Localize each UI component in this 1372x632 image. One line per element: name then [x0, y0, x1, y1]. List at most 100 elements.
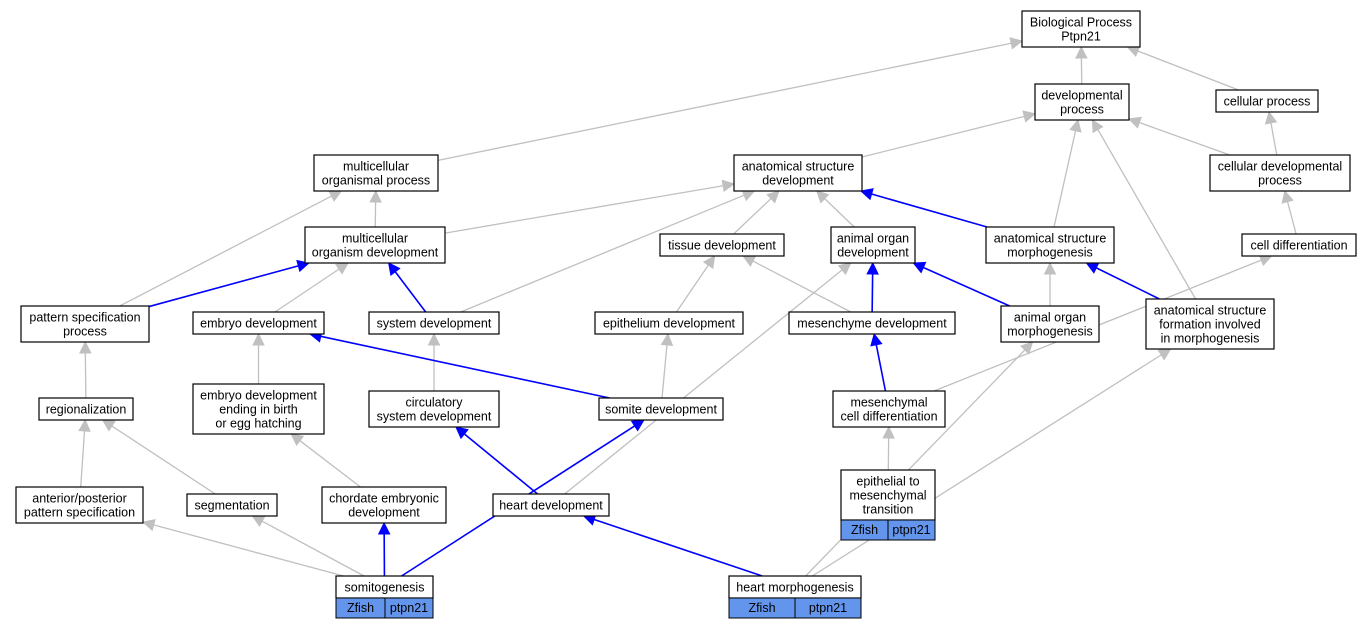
- node-box: [15, 486, 144, 524]
- edge-heart_morph-to-heart_dev: [582, 513, 763, 577]
- edge-somito-to-chordate: [377, 521, 391, 577]
- node-label-line: cell differentiation: [1250, 239, 1347, 253]
- node-label-line: process: [63, 325, 107, 339]
- edge-cell_proc-to-bp: [1126, 45, 1239, 91]
- node-mesen_dev[interactable]: mesenchyme development: [788, 311, 956, 335]
- node-box: [192, 383, 325, 435]
- node-box: [321, 486, 447, 524]
- node-label-line: Biological Process: [1030, 16, 1132, 30]
- edge-anat_form-to-anat_morph: [1085, 262, 1160, 300]
- node-embryo_dev[interactable]: embryo development: [192, 311, 325, 335]
- node-somite_dev[interactable]: somite development: [598, 397, 724, 421]
- edge-embryo_birth-to-embryo_dev: [252, 332, 265, 384]
- node-label-line: system development: [377, 410, 492, 424]
- edge-multi_dev-to-multi_org: [369, 189, 382, 228]
- node-box: [20, 305, 150, 343]
- edge-cell_dev-to-dev_proc: [1127, 116, 1231, 156]
- nodes-layer: Biological ProcessPtpn21developmentalpro…: [15, 10, 1357, 619]
- node-label-line: morphogenesis: [1007, 325, 1092, 339]
- node-label-line: developmental: [1041, 89, 1122, 103]
- node-box: [1145, 298, 1275, 350]
- node-label-line: anterior/posterior: [32, 492, 127, 506]
- node-label-line: pattern specification: [24, 506, 135, 520]
- node-box: [1021, 10, 1141, 48]
- node-cell_proc[interactable]: cellular process: [1215, 89, 1319, 113]
- node-box: [1034, 83, 1130, 121]
- node-box: [186, 493, 278, 517]
- gene-cell: [384, 597, 434, 619]
- node-label-line: epithelium development: [603, 317, 736, 331]
- node-label-line: development: [762, 174, 834, 188]
- node-epith_dev[interactable]: epithelium development: [594, 311, 744, 335]
- edge-multi_org-to-bp: [437, 37, 1024, 161]
- node-tissue_dev[interactable]: tissue development: [659, 233, 785, 257]
- edge-dev_proc-to-bp: [1075, 45, 1088, 85]
- node-label-line: mesenchyme development: [797, 317, 947, 331]
- node-label-line: tissue development: [668, 239, 776, 253]
- edge-somite_dev-to-epith_dev: [660, 332, 674, 399]
- node-label-line: pattern specification: [29, 311, 140, 325]
- node-label-line: embryo development: [200, 317, 317, 331]
- node-label-line: somite development: [605, 403, 717, 417]
- node-heart_dev[interactable]: heart development: [492, 493, 610, 517]
- edges-layer: [78, 37, 1297, 577]
- node-somito[interactable]: somitogenesis: [335, 575, 434, 599]
- gene-label: ptpn21: [390, 601, 428, 615]
- node-label-line: cell differentiation: [840, 410, 937, 424]
- edge-epith_mesen-to-mesen_cell: [882, 425, 895, 471]
- gene-label: ptpn21: [892, 523, 930, 537]
- node-label-line: cellular process: [1224, 95, 1311, 109]
- node-label-line: or egg hatching: [215, 417, 301, 431]
- node-box: [840, 469, 936, 521]
- edge-circ_dev-to-system_dev: [427, 332, 441, 391]
- edge-pattern-to-multi_dev: [148, 259, 311, 308]
- node-label-line: embryo development: [200, 389, 317, 403]
- node-system_dev[interactable]: system development: [368, 311, 500, 335]
- node-cell_diff[interactable]: cell differentiation: [1241, 233, 1357, 257]
- node-label-line: organismal process: [322, 174, 430, 188]
- node-label-line: organism development: [312, 246, 439, 260]
- node-segment[interactable]: segmentation: [186, 493, 278, 517]
- node-label-line: multicellular: [342, 232, 408, 246]
- node-label-line: epithelial to: [856, 475, 919, 489]
- node-label-line: in morphogenesis: [1161, 332, 1260, 346]
- edge-region-to-pattern: [79, 340, 92, 399]
- node-label-line: formation involved: [1159, 318, 1260, 332]
- node-region[interactable]: regionalization: [38, 397, 134, 421]
- node-box: [38, 397, 134, 421]
- node-label-line: system development: [377, 317, 492, 331]
- node-label-line: mesenchymal: [849, 489, 926, 503]
- node-box: [1215, 89, 1319, 113]
- node-label-line: ending in birth: [219, 403, 298, 417]
- edge-cell_diff-to-cell_dev: [1281, 189, 1297, 235]
- node-label-line: transition: [863, 503, 914, 517]
- node-box: [1209, 154, 1351, 192]
- node-label-line: multicellular: [343, 160, 409, 174]
- node-heart_morph[interactable]: heart morphogenesis: [728, 575, 862, 599]
- node-label-line: regionalization: [46, 403, 127, 417]
- edge-anat_dev-to-dev_proc: [861, 110, 1037, 158]
- node-label-line: animal organ: [837, 232, 909, 246]
- species-label: Zfish: [748, 601, 775, 615]
